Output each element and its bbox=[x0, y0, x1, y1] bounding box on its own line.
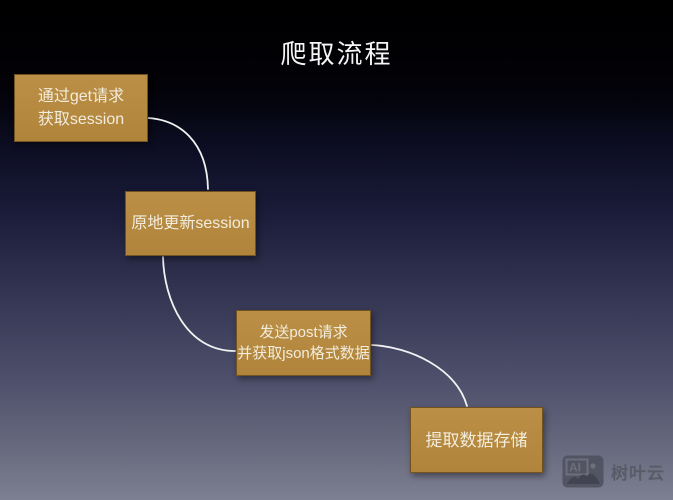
flow-node-label: 提取数据存储 bbox=[425, 430, 528, 450]
ai-icon-label: AI bbox=[569, 461, 581, 475]
flow-node-label: 并获取json格式数据 bbox=[237, 345, 370, 362]
ai-image-icon: AI bbox=[562, 455, 604, 488]
page-title: 爬取流程 bbox=[280, 39, 393, 69]
connector-2 bbox=[162, 256, 236, 352]
flow-node-label: 通过get请求 bbox=[37, 88, 125, 105]
flow-node-label: 发送post请求 bbox=[259, 324, 348, 341]
flow-node-label: 原地更新session bbox=[131, 215, 250, 232]
flow-node-post-json: 发送post请求 并获取json格式数据 bbox=[236, 310, 371, 376]
watermark-text: 树叶云 bbox=[611, 464, 665, 483]
flow-node-store-data: 提取数据存储 bbox=[410, 407, 543, 473]
flow-node-get-session: 通过get请求 获取session bbox=[14, 74, 148, 142]
flow-node-label: 获取session bbox=[37, 111, 125, 128]
connector-1 bbox=[147, 117, 209, 190]
connector-3 bbox=[371, 344, 468, 407]
watermark: AI 树叶云 bbox=[562, 455, 665, 488]
flow-node-update-session: 原地更新session bbox=[125, 191, 256, 256]
